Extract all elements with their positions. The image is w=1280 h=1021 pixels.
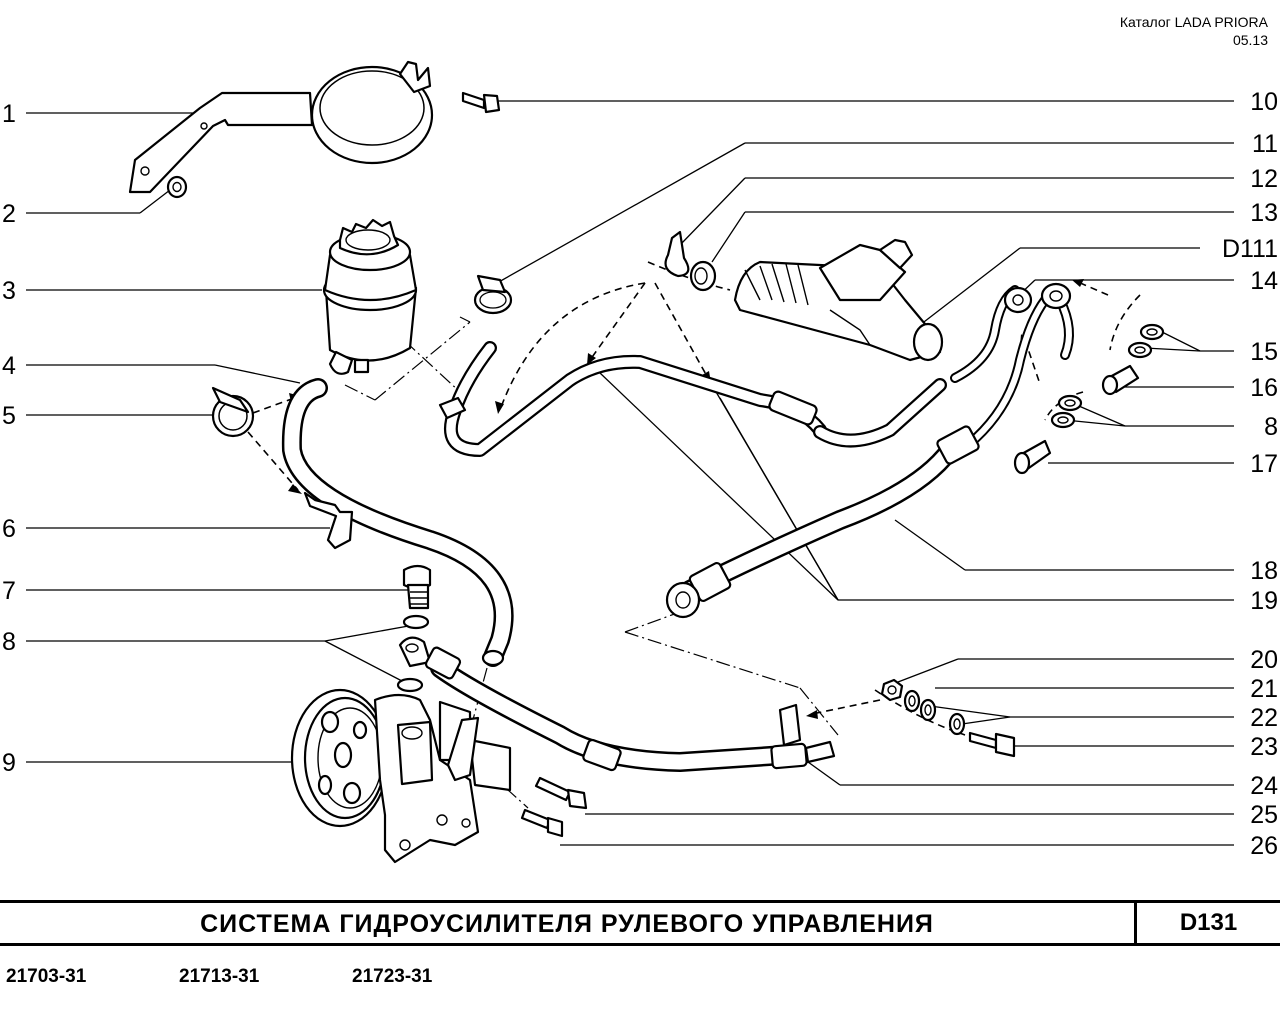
callout-14: 14: [1250, 267, 1278, 295]
hose-clamp-5: [211, 386, 255, 438]
bolt-26: [520, 808, 564, 838]
bolt-10: [461, 91, 501, 114]
nut-20: [880, 678, 904, 702]
title-bar: СИСТЕМА ГИДРОУСИЛИТЕЛЯ РУЛЕВОГО УПРАВЛЕН…: [0, 900, 1280, 946]
callout-8-left: 8: [2, 628, 16, 656]
callout-21: 21: [1250, 675, 1278, 703]
callout-20: 20: [1250, 646, 1278, 674]
callout-d111: D111: [1222, 235, 1278, 263]
callout-7: 7: [2, 577, 16, 605]
callout-15: 15: [1250, 338, 1278, 366]
clip-6: [303, 491, 354, 550]
seals-15: [1127, 323, 1165, 359]
callout-23: 23: [1250, 733, 1278, 761]
bolt-25: [534, 776, 588, 810]
callout-10: 10: [1250, 88, 1278, 116]
callout-4: 4: [2, 352, 16, 380]
section-code: D131: [1179, 909, 1238, 936]
callout-19: 19: [1250, 587, 1278, 615]
title-divider: [1134, 903, 1137, 943]
callout-17: 17: [1250, 450, 1278, 478]
callout-2: 2: [2, 200, 16, 228]
callout-8-right: 8: [1264, 413, 1278, 441]
reservoir-bracket: [128, 60, 434, 194]
callout-6: 6: [2, 515, 16, 543]
washer-21: [903, 689, 921, 713]
seals-8-left: [396, 614, 432, 693]
washer-2: [166, 175, 188, 199]
parts-diagram: 1 2 3 4 5 6 7 8 9 10 11 12 13 D111 14 15…: [2, 60, 1278, 864]
return-line-19: [438, 285, 1033, 457]
model-code-3: 21723-31: [352, 966, 433, 987]
callout-11: 11: [1252, 130, 1278, 158]
callout-13: 13: [1250, 199, 1278, 227]
callout-5: 5: [2, 402, 16, 430]
callout-numbers: 1 2 3 4 5 6 7 8 9 10 11 12 13 D111 14 15…: [2, 88, 1278, 860]
callout-3: 3: [2, 277, 16, 305]
pressure-hose-24: [424, 646, 836, 772]
clip-12: [664, 230, 690, 278]
callout-16: 16: [1250, 374, 1278, 402]
catalog-label: Каталог LADA PRIORA: [1119, 14, 1268, 30]
callout-22: 22: [1250, 704, 1278, 732]
callout-1: 1: [2, 100, 16, 128]
return-hose-4: [281, 378, 514, 667]
catalog-date: 05.13: [1232, 32, 1268, 48]
callout-26: 26: [1250, 832, 1278, 860]
callout-25: 25: [1250, 801, 1278, 829]
seals-8-right: [1050, 394, 1083, 429]
bushing-13: [689, 260, 717, 292]
banjo-bolt-16: [1101, 364, 1140, 396]
plug-7: [402, 564, 432, 610]
callout-18: 18: [1250, 557, 1278, 585]
leader-lines: [26, 100, 1234, 846]
callout-12: 12: [1250, 165, 1278, 193]
power-steering-pump: [290, 688, 512, 864]
fluid-reservoir: [322, 218, 418, 375]
model-code-2: 21713-31: [179, 966, 260, 987]
bolt-23: [968, 731, 1016, 758]
hose-18: [665, 282, 1074, 619]
washer-22: [919, 698, 966, 736]
section-title: СИСТЕМА ГИДРОУСИЛИТЕЛЯ РУЛЕВОГО УПРАВЛЕН…: [200, 910, 934, 938]
clamp-11: [473, 274, 513, 315]
banjo-bolt-17: [1013, 439, 1052, 475]
callout-24: 24: [1250, 772, 1278, 800]
steering-gear-d111: [733, 238, 944, 362]
callout-9: 9: [2, 749, 16, 777]
model-code-1: 21703-31: [6, 966, 87, 987]
